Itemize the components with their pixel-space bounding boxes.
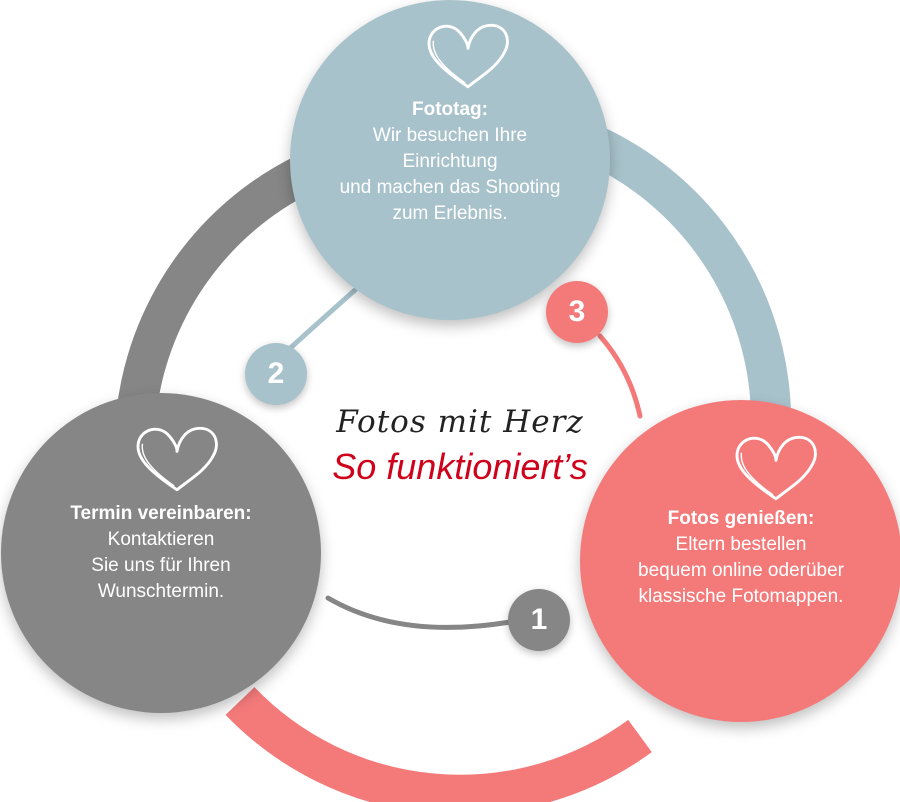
step-description: Eltern bestellen bequem online oderüber … <box>638 534 844 607</box>
ring-segment-grey <box>116 156 314 419</box>
step-circle-termin: Termin vereinbaren: Kontaktieren Sie uns… <box>1 393 321 713</box>
step-description: Kontaktieren Sie uns für Ihren Wunschter… <box>91 529 231 602</box>
ring-segment-blue <box>581 124 792 431</box>
brand-name: Fotos mit Herz <box>336 404 584 440</box>
step-title: Fotos genießen: <box>667 508 815 529</box>
step-description: Wir besuchen Ihre Einrichtung und machen… <box>339 125 561 224</box>
connector-arc-blue <box>283 287 358 355</box>
connector-arc-grey <box>325 595 513 630</box>
connector-arc-coral <box>597 333 643 419</box>
step-number-badge: 1 <box>508 589 570 651</box>
step-circle-fotos-geniessen: Fotos genießen: Eltern bestellen bequem … <box>580 400 900 722</box>
heart-icon <box>420 18 516 98</box>
headline: So funktioniert’s <box>332 446 588 487</box>
step-number-badge: 2 <box>245 343 307 405</box>
step-circle-fototag: Fototag: Wir besuchen Ihre Einrichtung u… <box>290 0 610 320</box>
heart-icon <box>129 421 225 501</box>
center-title: Fotos mit Herz So funktioniert’s <box>300 400 620 490</box>
step-title: Fototag: <box>412 99 488 120</box>
heart-icon <box>728 430 824 510</box>
step-number-badge: 3 <box>546 281 608 343</box>
step-title: Termin vereinbaren: <box>70 503 252 524</box>
ring-segment-coral <box>225 687 652 802</box>
